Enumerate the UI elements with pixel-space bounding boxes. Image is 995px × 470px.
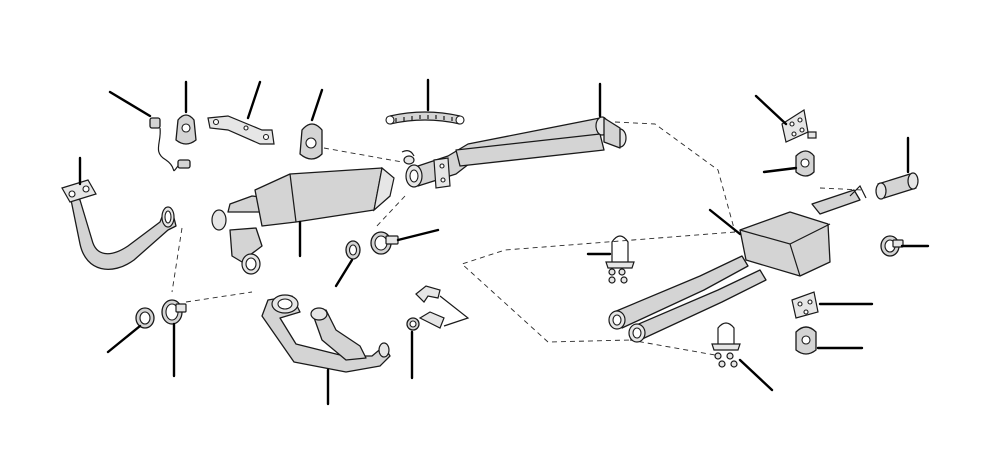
leader-band-clamp-center	[396, 228, 440, 242]
u-bolt-clamp-lower	[711, 322, 741, 368]
rubber-mount-right-bottom	[795, 326, 817, 355]
leader-clamp-ring-center	[334, 258, 354, 288]
intermediate-y-pipe	[405, 116, 627, 189]
leader-bracket	[246, 80, 262, 120]
leader-u-bolt-lower	[738, 358, 774, 392]
tailpipe-extension	[875, 172, 919, 200]
leader-hanger-plate-top	[754, 94, 788, 126]
front-downpipe	[61, 179, 177, 270]
u-bolt-clamp-upper	[605, 235, 635, 284]
mounting-bracket	[207, 115, 275, 145]
leader-oxygen-sensor	[108, 90, 152, 118]
u-clip-upper	[415, 285, 441, 303]
hanger-plate-bottom	[791, 291, 819, 319]
oxygen-sensor	[149, 117, 191, 172]
rubber-mount-1	[175, 114, 197, 145]
clamp-ring-left	[135, 307, 155, 329]
leader-rubber-mount-2	[310, 88, 324, 122]
band-clamp-right	[880, 235, 904, 257]
leader-lines	[78, 78, 930, 406]
rear-silencer	[608, 184, 867, 343]
u-clip-lower	[418, 311, 445, 329]
band-clamp-center	[370, 231, 399, 255]
rubber-mount-2	[299, 123, 323, 160]
hanger-plate-top	[781, 109, 817, 143]
catalytic-converter	[211, 166, 395, 275]
band-clamp-left	[161, 299, 187, 325]
crossover-pipe	[261, 294, 391, 373]
ground-strap	[385, 111, 465, 125]
leader-rear-silencer	[708, 208, 742, 236]
clamp-ring-center	[345, 240, 361, 260]
pipe-clamp-small	[401, 150, 415, 165]
clamp-ring-lower	[406, 317, 420, 331]
leader-clamp-ring-left	[106, 324, 142, 354]
rubber-mount-right-top	[795, 150, 815, 177]
assembly-guide-lines	[171, 121, 863, 356]
leader-rubber-mount-right-top	[762, 166, 798, 174]
